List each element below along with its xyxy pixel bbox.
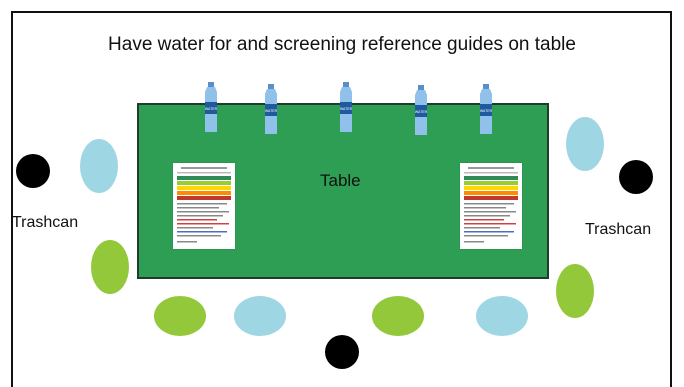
- water-bottle-2: WATER: [265, 84, 278, 134]
- trashcan-right: [619, 160, 653, 194]
- water-bottle-1: WATER: [205, 82, 218, 132]
- trashcan-bottom: [325, 335, 359, 369]
- bottle-label: WATER: [415, 110, 428, 114]
- seat-green-left-lower: [91, 240, 129, 294]
- water-bottle-4: WATER: [415, 85, 428, 135]
- seat-green-bottom-3: [372, 296, 424, 336]
- water-bottle-3: WATER: [340, 82, 353, 132]
- bottle-label: WATER: [480, 109, 493, 113]
- instruction-heading: Have water for and screening reference g…: [108, 34, 576, 55]
- seat-green-right-lower: [556, 264, 594, 318]
- seat-blue-bottom-4: [476, 296, 528, 336]
- trashcan-right-label: Trashcan: [585, 221, 652, 238]
- trashcan-left-label: Trashcan: [12, 214, 79, 231]
- seat-blue-left-upper: [80, 139, 118, 193]
- screening-reference-guide-right: [460, 163, 522, 249]
- table-label: Table: [320, 171, 361, 190]
- room-outline: [11, 11, 672, 387]
- bottle-label: WATER: [265, 109, 278, 113]
- bottle-label: WATER: [205, 107, 218, 111]
- seat-blue-right-upper: [566, 117, 604, 171]
- trashcan-left: [16, 154, 50, 188]
- seat-green-bottom-1: [154, 296, 206, 336]
- bottle-label: WATER: [340, 107, 353, 111]
- seat-blue-bottom-2: [234, 296, 286, 336]
- screening-reference-guide-left: [173, 163, 235, 249]
- water-bottle-5: WATER: [480, 84, 493, 134]
